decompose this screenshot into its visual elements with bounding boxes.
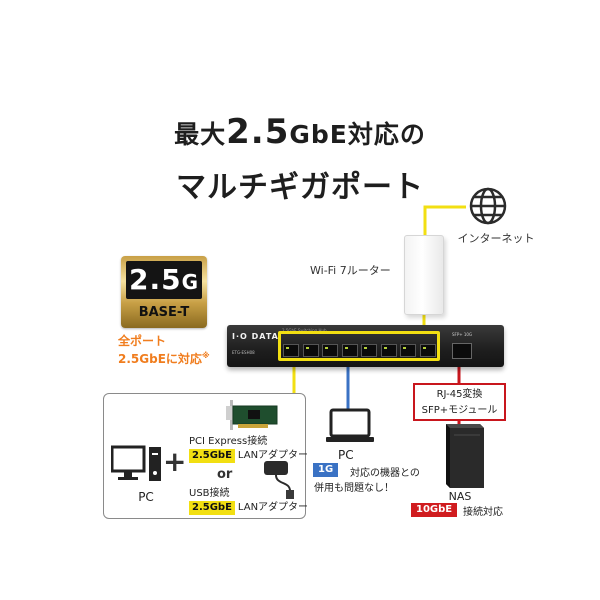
sfp-port-label: SFP+ 10G [452,332,473,337]
lan-port [380,344,397,357]
badge-standard: BASE-T [138,305,190,320]
lan-port-frame [278,331,440,361]
port-led [422,347,426,349]
router-icon [404,235,444,315]
nas-speed-suffix: 接続対応 [463,507,503,518]
desktop-pc-icon [111,445,161,481]
internet-label: インターネット [457,232,535,245]
lan-port [302,344,319,357]
globe-icon [469,187,507,225]
headline-line-2: マルチギガポート [176,170,424,205]
port-led [383,347,387,349]
feature-note-line-2: 2.5GbEに対応※ [118,351,210,366]
sfp-module-line-1: RJ-45変換 [436,389,483,400]
laptop-pc-label: PC [338,448,354,462]
badge-speed-value: 2.5G [126,261,202,299]
sfp-port [452,343,472,359]
usb-adapter-icon [264,461,294,499]
pcie-card-icon [226,400,278,430]
lan-port [283,344,299,357]
plus-icon: + [163,445,187,478]
sfp-module-line-2: SFP+モジュール [421,405,498,416]
wire-internet [423,205,466,235]
usb-speed-tag: 2.5GbE [189,501,235,515]
router-label: Wi-Fi 7ルーター [310,264,391,277]
pcie-label: PCI Express接続 [189,436,268,447]
port-led [305,347,309,349]
port-led [364,347,367,349]
lan-port [400,344,416,357]
nas-icon [446,424,484,488]
lan-port [361,344,377,357]
usb-label: USB接続 [189,488,230,499]
feature-note-line-1: 全ポート [118,334,167,348]
laptop-note-2: 併用も問題なし！ [314,483,394,494]
laptop-icon [326,408,374,442]
pcie-speed-tag: 2.5GbE [189,449,235,463]
port-led [325,347,328,349]
port-led [286,347,289,349]
laptop-speed-tag: 1G [313,463,339,477]
headline-line-1: 最大2.5GbE対応の [174,112,426,152]
port-led [403,347,406,349]
lan-port [322,344,338,357]
lan-port [341,344,358,357]
switch-sub-text: 2.5GbE Switching Hub [282,328,327,333]
port-led [344,347,348,349]
nas-speed-tag: 10GbE [411,503,458,517]
or-word: or [217,467,233,482]
switch-brand: I·O DATA [232,332,279,341]
lan-port [419,344,436,357]
switch-model: ETG-ESH08 [232,350,255,355]
nas-label: NAS [448,490,472,503]
laptop-note-1: 対応の機器との [350,468,420,479]
sfp-module-box: RJ-45変換 SFP+モジュール [413,383,506,421]
pc-caption: PC [138,490,154,504]
